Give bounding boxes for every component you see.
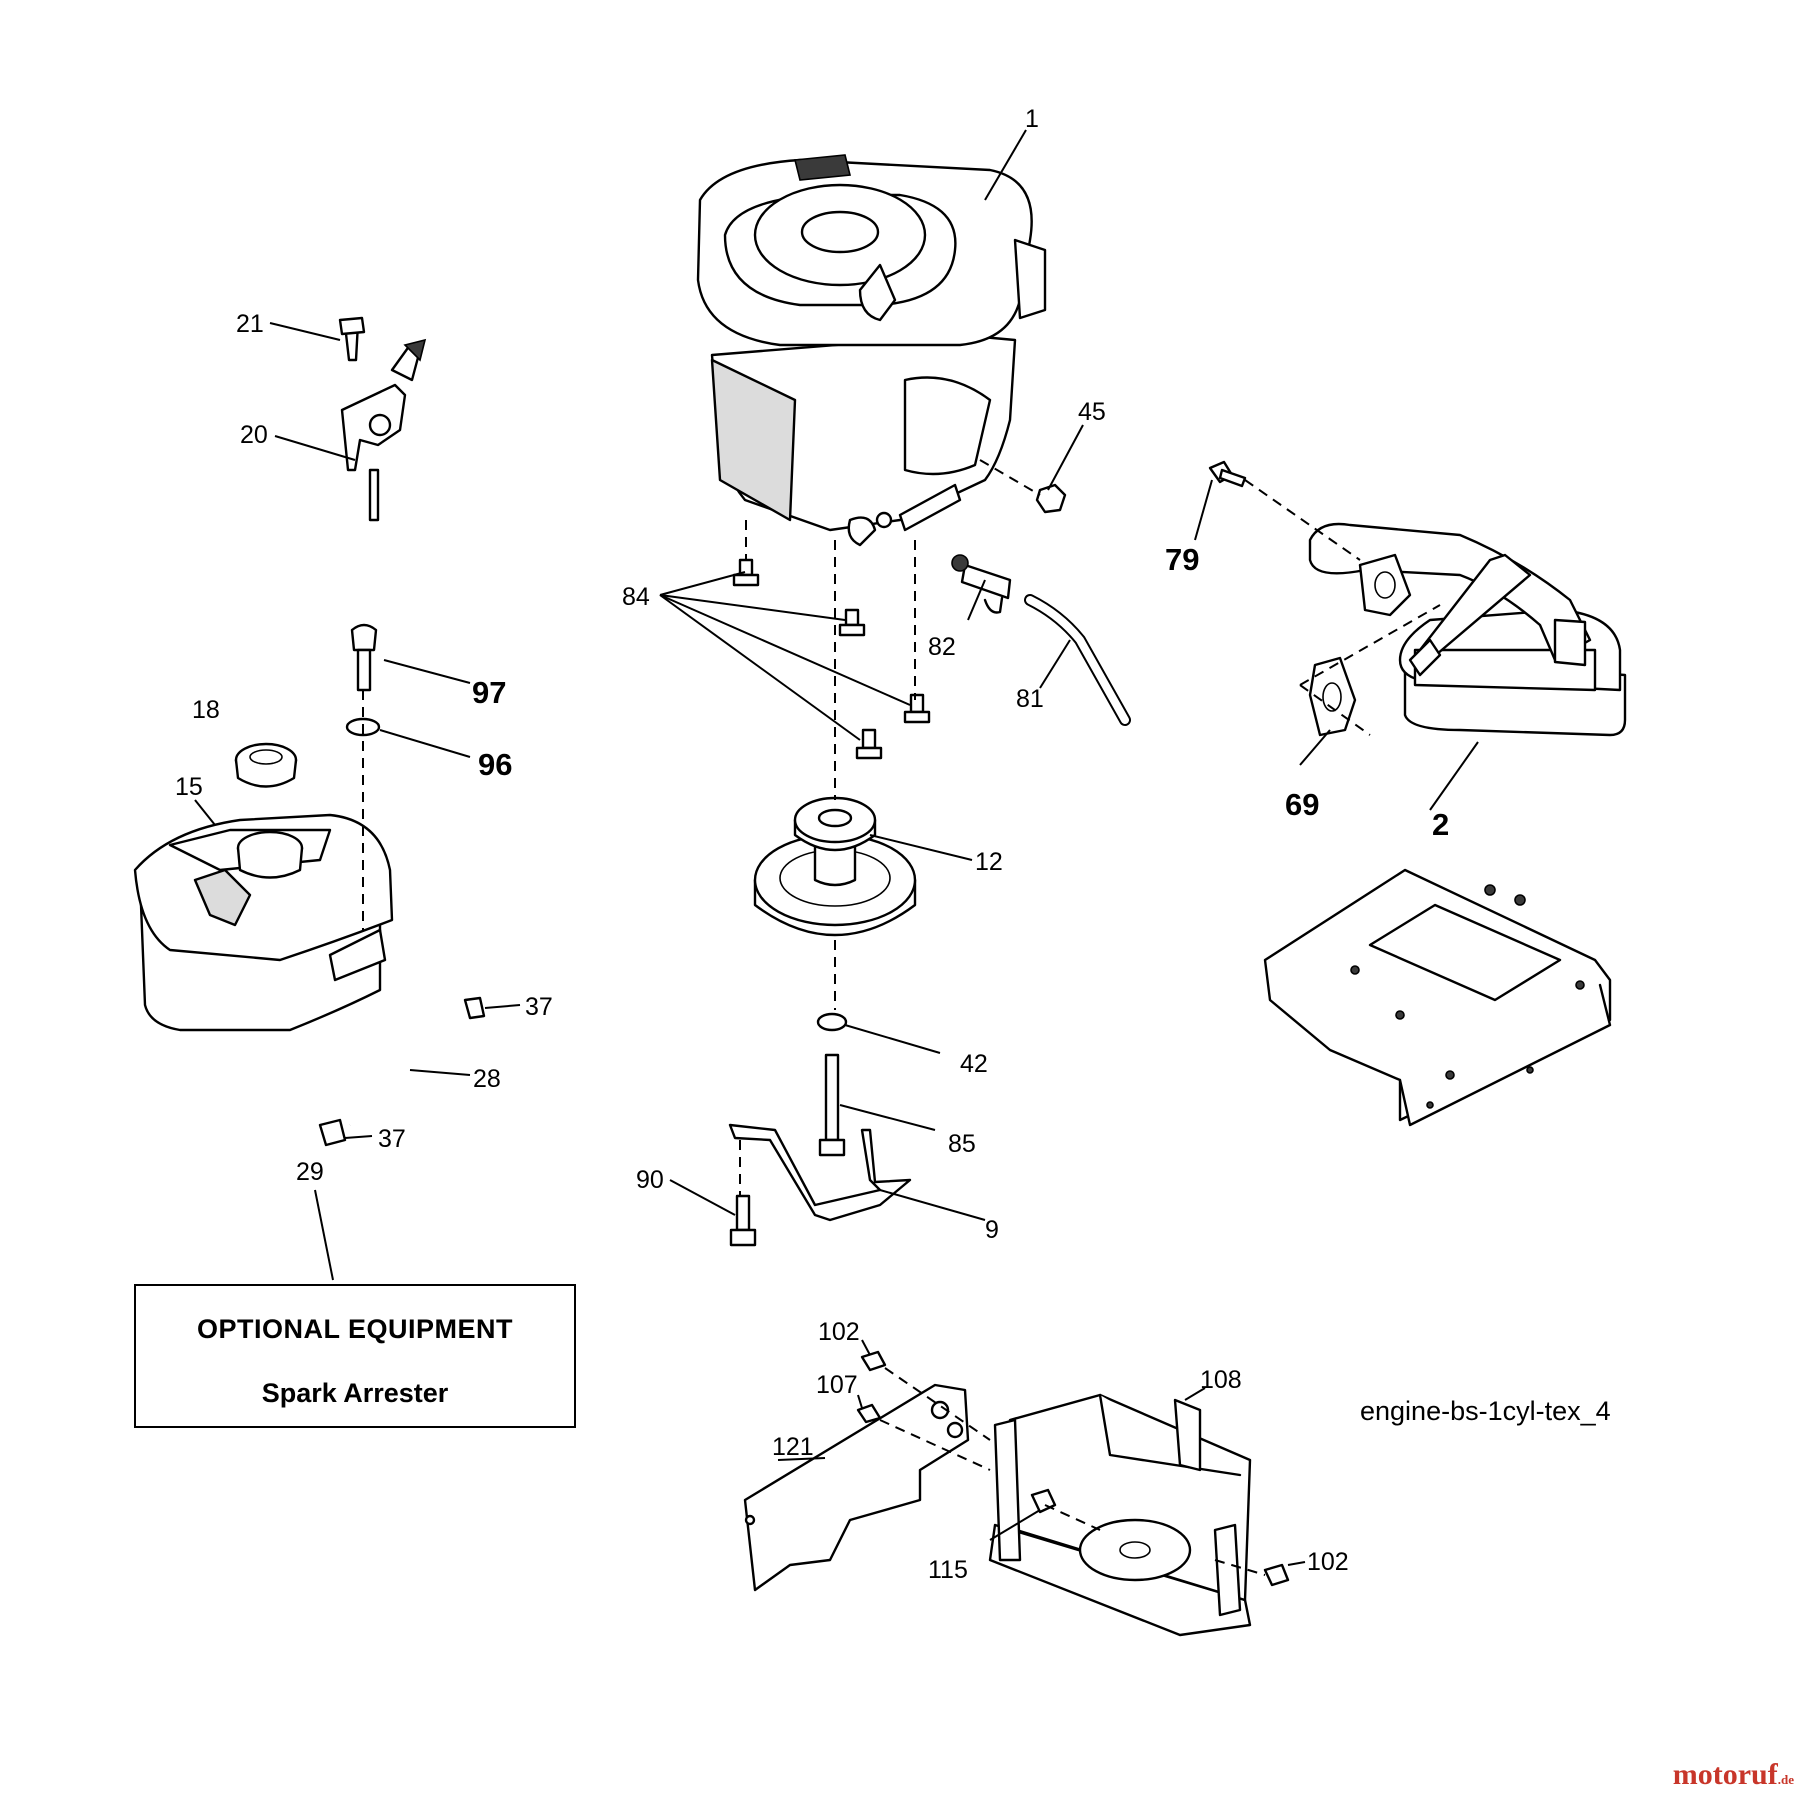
- fuel-tank: [133, 813, 394, 1032]
- callout-18: 18: [192, 696, 220, 724]
- bolt-97: [350, 623, 378, 692]
- watermark-brand: motoruf: [1672, 1758, 1778, 1791]
- callout-28: 28: [473, 1065, 501, 1093]
- bracket-121: [743, 1383, 970, 1592]
- callout-81: 81: [1016, 685, 1044, 713]
- bracket-9: [728, 1123, 912, 1222]
- screw-102-top: [860, 1350, 887, 1372]
- bolt-90: [729, 1194, 757, 1247]
- watermark-suffix: .de: [1777, 1772, 1794, 1787]
- pulley-12: [753, 796, 917, 937]
- fuel-cap: [234, 742, 298, 788]
- callout-107: 107: [816, 1371, 858, 1399]
- bolt-85: [818, 1053, 846, 1157]
- bolt-79: [1208, 460, 1247, 488]
- assembly-dash-lines: [362, 459, 1441, 1576]
- callout-84: 84: [622, 583, 650, 611]
- callout-29: 29: [296, 1158, 324, 1186]
- optional-equipment-title: OPTIONAL EQUIPMENT: [196, 1314, 514, 1344]
- callout-69: 69: [1285, 787, 1319, 822]
- screw-102-bottom: [1263, 1563, 1290, 1587]
- engine-assembly: [696, 154, 1047, 547]
- bolts-84: [732, 558, 931, 760]
- diagram-reference-code: engine-bs-1cyl-tex_4: [1360, 1396, 1611, 1426]
- optional-equipment-box: OPTIONAL EQUIPMENT Spark Arrester: [134, 1284, 576, 1428]
- callout-labels: 1 21 20 97 96 18 15 45 79 82 81 84 12 69…: [175, 105, 1449, 1584]
- clamp-37-bottom: [318, 1118, 347, 1147]
- callout-85: 85: [948, 1130, 976, 1158]
- clamp-37-top: [463, 996, 486, 1020]
- callout-1: 1: [1025, 105, 1039, 133]
- callout-21: 21: [236, 310, 264, 338]
- optional-equipment-item: Spark Arrester: [261, 1378, 449, 1408]
- callout-102-bottom: 102: [1307, 1548, 1349, 1576]
- nut-45: [1035, 483, 1067, 514]
- callout-37-top: 37: [525, 993, 553, 1021]
- watermark-logo: motoruf.de: [1673, 1758, 1794, 1792]
- callout-9: 9: [985, 1216, 999, 1244]
- muffler-2: [1308, 522, 1627, 737]
- leader-lines: [194, 129, 1479, 1566]
- engine-mount-plate: [1263, 868, 1612, 1127]
- callout-42: 42: [960, 1050, 988, 1078]
- callout-115: 115: [928, 1556, 968, 1584]
- fitting-82: [951, 554, 1012, 614]
- callout-2: 2: [1432, 807, 1449, 842]
- screw-107: [856, 1403, 882, 1424]
- washer-42: [816, 1012, 848, 1032]
- throttle-control: [338, 316, 427, 522]
- callout-79: 79: [1165, 542, 1199, 577]
- callout-15: 15: [175, 773, 203, 801]
- callout-90: 90: [636, 1166, 664, 1194]
- callout-37-bottom: 37: [378, 1125, 406, 1153]
- callout-45: 45: [1078, 398, 1106, 426]
- callout-97: 97: [472, 675, 506, 710]
- callout-102-top: 102: [818, 1318, 860, 1346]
- callout-108: 108: [1200, 1366, 1242, 1394]
- callout-82: 82: [928, 633, 956, 661]
- callout-20: 20: [240, 421, 268, 449]
- callout-12: 12: [975, 848, 1003, 876]
- callout-96: 96: [478, 747, 512, 782]
- heat-shield-108: [988, 1393, 1252, 1637]
- callout-121: 121: [772, 1433, 814, 1461]
